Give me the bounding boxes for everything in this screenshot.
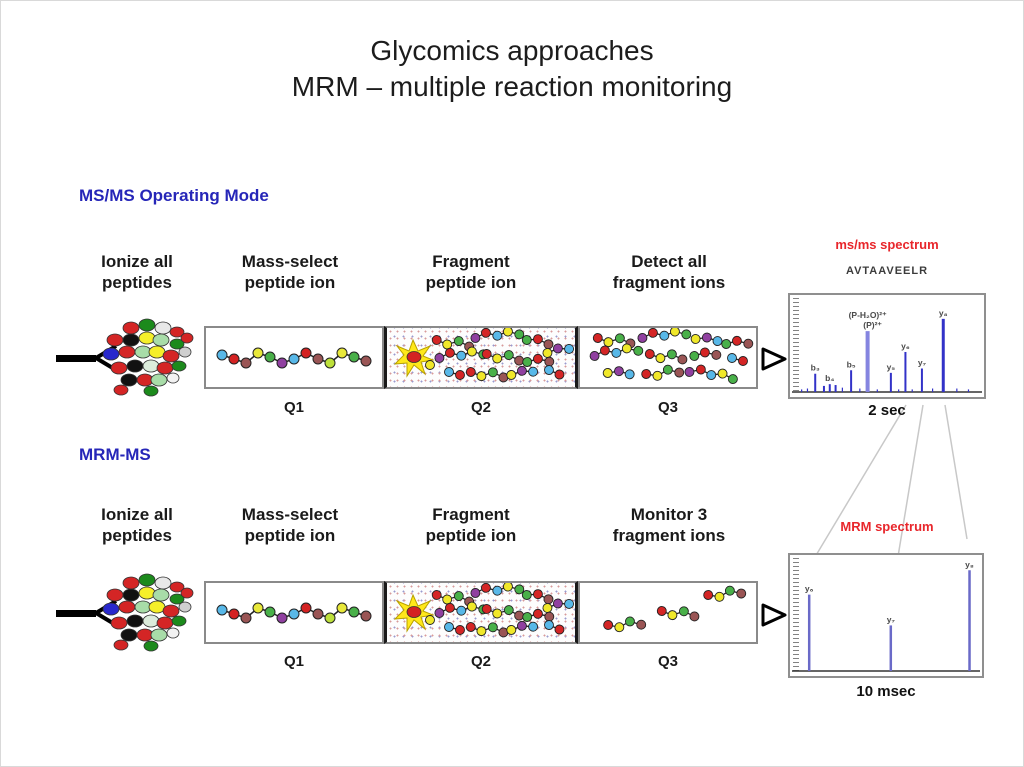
msms-spectrum-plot: b₃ b₄ b₅ (P-H₂O)²⁺(P)²⁺ y₅ y₆ y₇ y₈ xyxy=(792,308,982,393)
arrow-to-msms-spectrum-icon xyxy=(761,347,787,371)
q3-box-row2 xyxy=(578,581,758,644)
peak-label: b₄ xyxy=(825,373,834,383)
step-header-fragment-1: Fragment peptide ion xyxy=(425,252,517,292)
mrm-time-label: 10 msec xyxy=(856,683,916,700)
step-header-detect-all: Detect all fragment ions xyxy=(612,252,726,292)
slide-title-line1: Glycomics approaches xyxy=(370,35,654,66)
step-header-ionize-2: Ionize all peptides xyxy=(101,505,173,545)
monitored-fragments-row2 xyxy=(602,583,747,634)
mrm-spectrum-panel: y₆ y₇ y₈ xyxy=(788,553,984,678)
q2-label-row2: Q2 xyxy=(470,653,491,670)
step-header-mass-select-2: Mass-select peptide ion xyxy=(241,505,339,545)
q2-box-row2 xyxy=(384,578,578,644)
section-label-mrm-ms: MRM-MS xyxy=(79,445,151,464)
q1-box-row2 xyxy=(204,581,384,644)
q1-label-row1: Q1 xyxy=(283,399,304,416)
step-header-monitor-3: Monitor 3 fragment ions xyxy=(612,505,726,545)
peptide-chain-row2 xyxy=(216,602,372,624)
msms-spectrum-title: ms/ms spectrum xyxy=(835,237,939,252)
msms-spectrum-panel: b₃ b₄ b₅ (P-H₂O)²⁺(P)²⁺ y₅ y₆ y₇ y₈ xyxy=(788,293,986,399)
peak-label: y₅ xyxy=(887,362,896,372)
step-header-ionize-1: Ionize all peptides xyxy=(101,252,173,292)
peak-label: (P-H₂O)²⁺ xyxy=(849,310,888,320)
intensity-axis-ruler-2 xyxy=(793,558,799,673)
fragment-soup-row1 xyxy=(394,323,575,385)
q3-label-row2: Q3 xyxy=(657,653,678,670)
mrm-spectrum-title: MRM spectrum xyxy=(840,519,934,534)
mrm-spectrum-plot: y₆ y₇ y₈ xyxy=(792,559,980,672)
q1-label-row2: Q1 xyxy=(283,653,304,670)
q3-label-row1: Q3 xyxy=(657,399,678,416)
peak-label: (P)²⁺ xyxy=(863,320,882,330)
peptide-chain-row1 xyxy=(216,347,372,369)
slide-title: Glycomics approaches MRM – multiple reac… xyxy=(1,33,1023,105)
q2-box-row1 xyxy=(384,323,578,389)
ion-cluster-row1 xyxy=(102,318,194,397)
section-label-msms-mode: MS/MS Operating Mode xyxy=(79,186,269,205)
intensity-axis-ruler xyxy=(793,298,799,394)
peak-label: b₃ xyxy=(811,363,820,373)
step-header-fragment-2: Fragment peptide ion xyxy=(425,505,517,545)
q2-label-row1: Q2 xyxy=(470,399,491,416)
peak-label: y₇ xyxy=(887,614,896,624)
peak-label: y₈ xyxy=(965,559,974,569)
fragment-ions-row1 xyxy=(588,323,754,385)
peak-label: y₆ xyxy=(805,584,814,594)
q1-box-row1 xyxy=(204,326,384,389)
fragment-soup-row2 xyxy=(394,578,575,640)
arrow-to-mrm-spectrum-icon xyxy=(761,603,787,627)
peak-label: y₇ xyxy=(918,358,927,368)
peak-label: y₆ xyxy=(901,341,910,351)
peak-label: b₅ xyxy=(847,359,856,369)
peak-label: y₈ xyxy=(939,308,948,318)
step-header-mass-select-1: Mass-select peptide ion xyxy=(241,252,339,292)
slide-title-line2: MRM – multiple reaction monitoring xyxy=(291,71,733,102)
msms-time-label: 2 sec xyxy=(868,402,906,419)
ion-cluster-row2 xyxy=(102,573,194,652)
peptide-sequence: AVTAAVEELR xyxy=(845,265,929,277)
q3-box-row1 xyxy=(578,323,758,389)
